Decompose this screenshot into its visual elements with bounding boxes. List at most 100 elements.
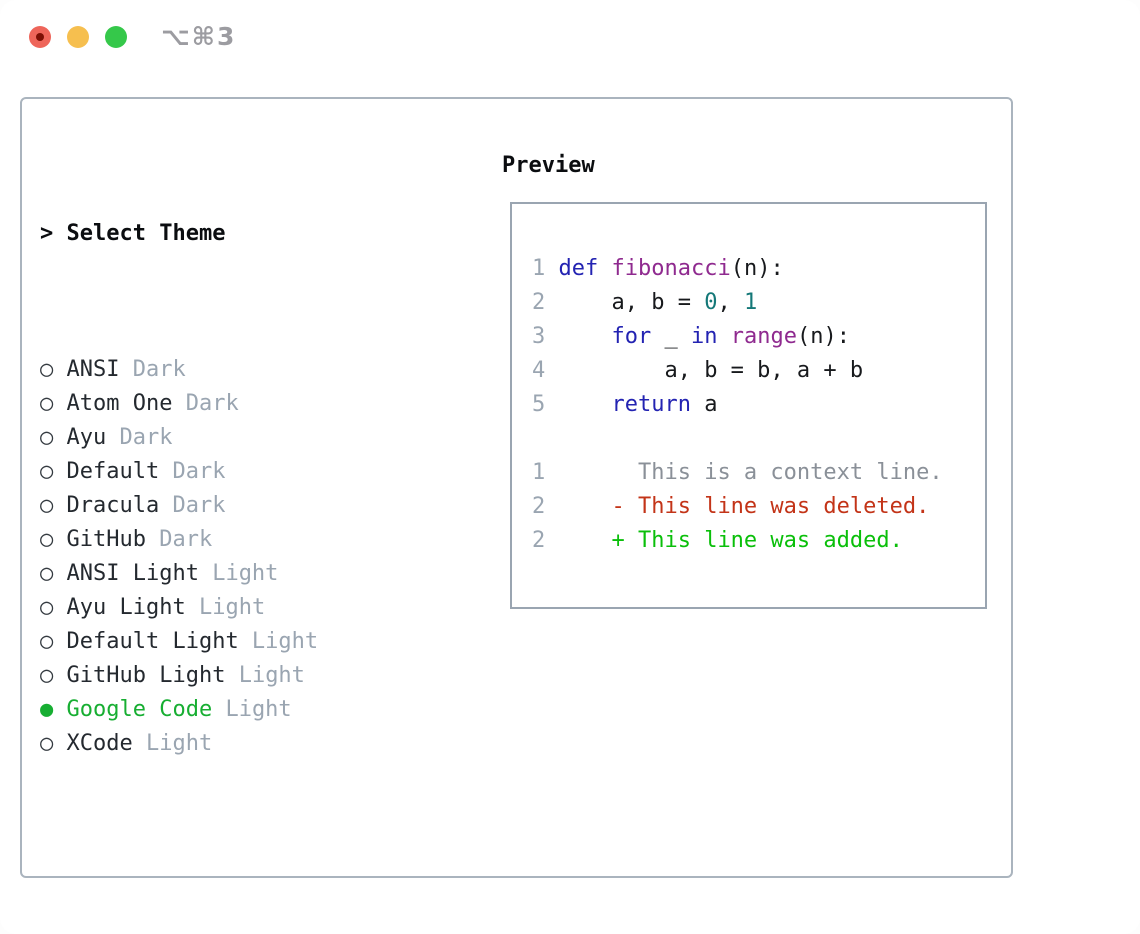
theme-option[interactable]: ○ ANSI Dark [40, 353, 411, 387]
theme-option[interactable]: ○ Dracula Dark [40, 489, 411, 523]
select-theme-label: Select Theme [66, 221, 226, 246]
select-theme-header: > Select Theme [40, 217, 411, 251]
code-token [598, 256, 611, 281]
theme-name: ANSI [66, 357, 120, 382]
code-token: - This line was deleted. [558, 494, 930, 519]
code-line: 2 - This line was deleted. [532, 490, 943, 524]
theme-variant-tag: Dark [172, 391, 239, 416]
code-token: return [611, 392, 691, 417]
theme-option[interactable]: ○ Default Dark [40, 455, 411, 489]
code-token: 1 [532, 460, 559, 485]
zoom-button[interactable] [105, 26, 127, 48]
code-line: 5 return a [532, 388, 943, 422]
code-token: range [730, 324, 797, 349]
radio-icon: ○ [40, 493, 67, 518]
theme-name: ANSI Light [66, 561, 199, 586]
blank-line [532, 422, 943, 456]
theme-option[interactable]: ○ Atom One Dark [40, 387, 411, 421]
code-token: + This line was added. [558, 528, 903, 553]
theme-variant-tag: Dark [106, 425, 173, 450]
code-token: 2 [532, 494, 559, 519]
theme-variant-tag: Dark [159, 459, 226, 484]
theme-variant-tag: Dark [159, 493, 226, 518]
unsaved-dot-icon [36, 33, 44, 41]
theme-name: GitHub [66, 527, 146, 552]
radio-icon: ○ [40, 731, 67, 756]
theme-name: XCode [66, 731, 133, 756]
code-line: 4 a, b = b, a + b [532, 354, 943, 388]
theme-name: Ayu Light [66, 595, 186, 620]
window-title: ⌥⌘3 [161, 22, 237, 51]
theme-name: Default Light [66, 629, 239, 654]
code-token [559, 392, 612, 417]
code-token: 0 [704, 290, 718, 315]
code-token: def [558, 256, 599, 281]
radio-icon: ○ [40, 663, 67, 688]
code-token: , [717, 290, 744, 315]
main-panel: > Select Theme ○ ANSI Dark○ Atom One Dar… [20, 97, 1013, 878]
code-line: 2 a, b = 0, 1 [532, 286, 943, 320]
close-button[interactable] [29, 26, 51, 48]
code-token [559, 324, 612, 349]
radio-icon: ○ [40, 629, 67, 654]
code-token: _ [651, 324, 691, 349]
radio-selected-icon: ● [40, 697, 67, 722]
code-token: 2 [532, 290, 559, 315]
code-line: 3 for _ in range(n): [532, 320, 943, 354]
theme-option[interactable]: ○ Default Light Light [40, 625, 411, 659]
preview-title: Preview [502, 153, 595, 178]
theme-variant-tag: Dark [145, 527, 213, 552]
code-token: in [690, 324, 718, 349]
theme-option[interactable]: ○ ANSI Light Light [40, 557, 411, 591]
theme-option[interactable]: ● Google Code Light [40, 693, 411, 727]
radio-icon: ○ [40, 391, 67, 416]
theme-option[interactable]: ○ GitHub Light Light [40, 659, 411, 693]
theme-name: Dracula [66, 493, 160, 518]
theme-variant-tag: Light [212, 697, 292, 722]
theme-variant-tag: Light [185, 595, 266, 620]
code-token: 5 [532, 392, 559, 417]
code-token: a, b = [558, 290, 705, 315]
radio-icon: ○ [40, 459, 67, 484]
code-token [717, 324, 730, 349]
theme-variant-tag: Light [132, 731, 213, 756]
theme-name: Default [66, 459, 160, 484]
code-token: for [611, 324, 652, 349]
theme-list: ○ ANSI Dark○ Atom One Dark○ Ayu Dark○ De… [40, 353, 411, 761]
code-token: 3 [532, 324, 559, 349]
theme-menu: > Select Theme ○ ANSI Dark○ Atom One Dar… [40, 149, 411, 934]
theme-option[interactable]: ○ XCode Light [40, 727, 411, 761]
theme-option[interactable]: ○ GitHub Dark [40, 523, 411, 557]
theme-name: Ayu [66, 425, 107, 450]
theme-variant-tag: Light [238, 629, 319, 654]
code-line: 2 + This line was added. [532, 524, 943, 558]
radio-icon: ○ [40, 425, 67, 450]
code-line: 1 This is a context line. [532, 456, 943, 490]
radio-icon: ○ [40, 595, 67, 620]
theme-name: Atom One [66, 391, 173, 416]
code-token: This is a context line. [558, 460, 943, 485]
code-token: a [690, 392, 718, 417]
theme-name: Google Code [66, 697, 213, 722]
code-token: (n): [796, 324, 850, 349]
theme-option[interactable]: ○ Ayu Light Light [40, 591, 411, 625]
spacer [40, 863, 411, 897]
code-line: 1 def fibonacci(n): [532, 252, 943, 286]
code-token: (n): [730, 256, 784, 281]
code-token: 1 [532, 256, 559, 281]
theme-name: GitHub Light [66, 663, 226, 688]
radio-icon: ○ [40, 527, 67, 552]
theme-variant-tag: Dark [119, 357, 186, 382]
theme-variant-tag: Light [225, 663, 305, 688]
code-token: 2 [532, 528, 559, 553]
radio-icon: ○ [40, 561, 67, 586]
code-token: 4 [532, 358, 559, 383]
prompt-icon: > [40, 221, 54, 246]
radio-icon: ○ [40, 357, 67, 382]
theme-option[interactable]: ○ Ayu Dark [40, 421, 411, 455]
minimize-button[interactable] [67, 26, 89, 48]
code-token: a, b = b, a + b [558, 358, 864, 383]
